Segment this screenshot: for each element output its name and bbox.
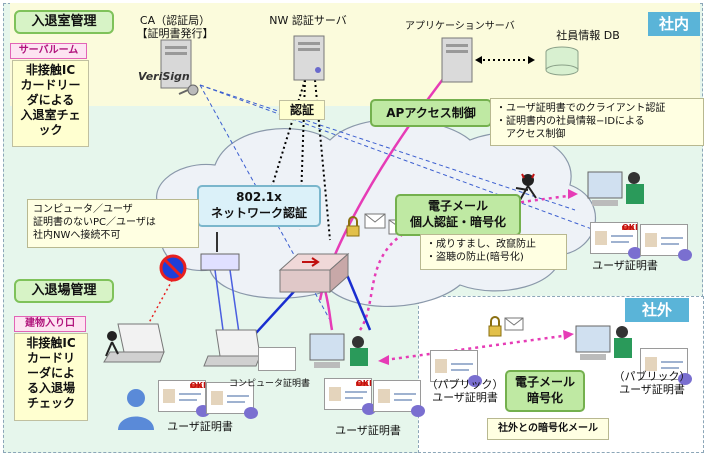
nw8021x-label: 802.1x ネットワーク認証	[197, 185, 321, 227]
router-icon	[278, 252, 350, 294]
app-server-label: アプリケーションサーバ	[405, 21, 515, 32]
user-cert-icon	[590, 222, 642, 259]
email-external-label: 電子メール 暗号化	[505, 370, 585, 412]
ap-access-control-label: APアクセス制御	[370, 99, 492, 127]
computer-cert-icon	[258, 347, 296, 371]
intruder-laptop-icon	[103, 323, 165, 363]
room-access-title: 入退室管理	[14, 10, 114, 34]
email-external-note: 社外との暗号化メール	[487, 418, 609, 440]
app-server-icon	[441, 37, 473, 83]
ca-label: CA（認証局） 【証明書発行】	[136, 14, 214, 40]
nw8021x-note: コンピュータ／ユーザ 証明書のないPC／ユーザは 社内NWへ接続不可	[27, 199, 199, 248]
internal-user-cert-label: ユーザ証明書	[592, 259, 658, 272]
email-internal-label: 電子メール 個人認証・暗号化	[395, 194, 521, 236]
external-user-pc-icon	[575, 325, 632, 360]
building-access-desc: 非接触IC カードリ ーダによ る入退場 チェック	[14, 333, 88, 421]
verisign-logo: VeriSign	[138, 70, 190, 83]
internal-user-pc-icon	[587, 171, 644, 206]
nw-server-label: NW 認証サーバ	[269, 14, 347, 27]
user-cert-icon	[373, 380, 425, 417]
room-access-desc: 非接触IC カードリー ダによる 入退室チェ ック	[12, 60, 89, 147]
oki-logo: OKI	[622, 223, 638, 232]
server-zone	[10, 3, 700, 106]
computer-cert-label: コンピュータ証明書	[229, 379, 311, 389]
public-cert-icon	[430, 350, 482, 387]
internal-zone-label: 社内	[648, 12, 700, 36]
external-lock-icon	[488, 316, 524, 337]
person-icon	[127, 389, 145, 407]
public-cert-label-left: （パブリック） ユーザ証明書	[426, 378, 504, 404]
ap-access-control-note: ・ユーザ証明書でのクライアント認証 ・証明書内の社員情報−IDによる アクセス制…	[490, 98, 704, 146]
building-access-title: 入退場管理	[14, 279, 114, 303]
computer-laptop-icon	[203, 329, 261, 367]
external-zone-label: 社外	[625, 298, 689, 322]
user-cert-icon	[640, 224, 692, 261]
email-internal-note: ・成りすまし、改竄防止 ・盗聴の防止(暗号化)	[420, 234, 567, 270]
user-cert-label-left: ユーザ証明書	[167, 420, 233, 433]
wireless-ap-icon	[200, 232, 240, 271]
server-room-tag: サーバルーム	[10, 43, 87, 59]
public-cert-icon	[640, 348, 692, 385]
database-icon	[545, 46, 579, 76]
attacker-icon	[515, 173, 537, 201]
building-entrance-tag: 建物入り口	[14, 316, 86, 332]
nw-auth-server-icon	[293, 35, 325, 81]
user-pc-icon	[309, 333, 368, 368]
user-cert-label-center: ユーザ証明書	[335, 424, 401, 437]
ca-server-icon	[160, 39, 199, 96]
user-cert-icon	[206, 382, 258, 419]
db-label: 社員情報 DB	[556, 29, 620, 42]
public-cert-label-right: （パブリック） ユーザ証明書	[613, 370, 691, 396]
oki-logo: OKI	[356, 379, 372, 388]
user-cert-icon	[324, 378, 376, 415]
auth-tag: 認証	[279, 100, 325, 120]
oki-logo: OKI	[190, 381, 206, 390]
